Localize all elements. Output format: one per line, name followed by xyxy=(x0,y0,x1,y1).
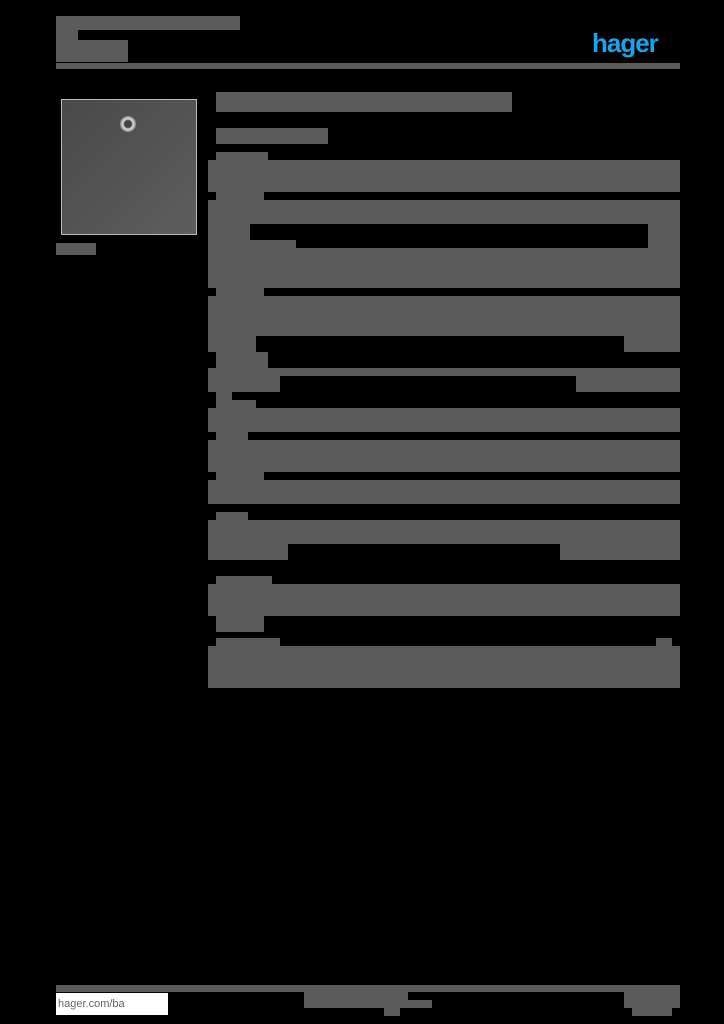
spec-row-9b xyxy=(216,616,264,632)
spec-label-4 xyxy=(216,352,268,368)
spec-row-2c xyxy=(648,224,680,248)
footer-website-link[interactable]: hager.com/ba xyxy=(56,993,168,1015)
spec-label-3 xyxy=(216,288,264,296)
spec-label-2 xyxy=(216,192,264,202)
spec-row-4c xyxy=(576,376,680,392)
footer-center-block-2 xyxy=(408,1000,432,1008)
footer-page-block-2 xyxy=(384,1008,400,1016)
header-title-block xyxy=(56,16,240,30)
spec-row-3c xyxy=(624,336,680,352)
spec-row-2d xyxy=(208,240,296,248)
spec-row-5 xyxy=(208,408,680,432)
header-rule xyxy=(56,63,680,69)
spec-label-5b xyxy=(216,400,256,408)
header-subtitle-block-2 xyxy=(56,40,128,62)
spec-label-7 xyxy=(216,472,264,480)
footer-center-block xyxy=(304,992,408,1008)
footer-rule xyxy=(56,985,680,992)
spec-row-8c xyxy=(560,544,680,560)
spec-label-8 xyxy=(216,512,248,522)
header-subtitle-block xyxy=(56,30,78,40)
spec-label-9 xyxy=(216,576,272,586)
spec-row-1 xyxy=(208,160,680,192)
spec-row-8b xyxy=(208,544,288,560)
spec-row-4 xyxy=(208,368,680,376)
footer-page-block xyxy=(624,992,680,1008)
spec-row-2 xyxy=(208,200,680,224)
image-caption-block xyxy=(56,243,96,255)
hager-logo[interactable]: hager xyxy=(592,28,659,58)
spec-label-6 xyxy=(216,432,248,440)
spec-row-7 xyxy=(208,480,680,504)
spec-row-8 xyxy=(208,520,680,544)
lens-icon xyxy=(120,116,136,132)
product-subtitle xyxy=(216,128,328,144)
spec-row-9 xyxy=(208,584,680,616)
spec-row-6 xyxy=(208,440,680,472)
spec-label-1 xyxy=(216,152,268,162)
spec-row-2e xyxy=(208,248,680,288)
spec-row-3 xyxy=(208,296,680,336)
spec-label-10 xyxy=(216,638,280,646)
footer-page-block-3 xyxy=(632,1008,672,1016)
spec-row-3b xyxy=(208,336,256,352)
spec-row-10 xyxy=(208,646,680,688)
spec-row-4b xyxy=(208,376,280,392)
product-title xyxy=(216,92,512,112)
spec-label-10b xyxy=(656,638,672,646)
product-image xyxy=(61,99,197,235)
